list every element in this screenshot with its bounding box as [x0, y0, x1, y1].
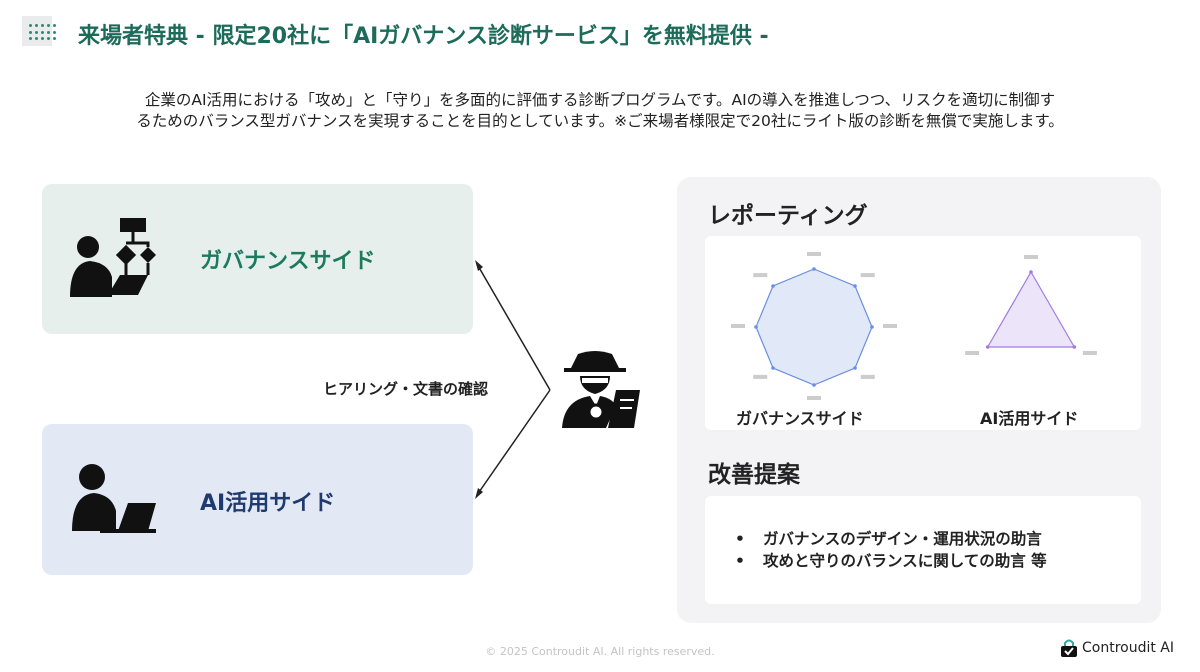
radar-point: [1072, 345, 1077, 349]
ai-side-box: [42, 424, 473, 575]
logo-text: Controudit AI: [1082, 640, 1175, 656]
axis-label-mark: [1082, 351, 1097, 355]
radar-point: [985, 345, 990, 349]
chart2-label: AI活用サイド: [980, 409, 1079, 428]
manager-flowchart-icon: [70, 218, 156, 297]
reporting-title: レポーティング: [708, 203, 868, 229]
radar-point: [812, 383, 816, 387]
chart-card: [705, 236, 1141, 430]
ai-side-label: AI活用サイド: [200, 491, 336, 516]
axis-label-mark: [807, 396, 821, 400]
radar-point: [870, 325, 874, 329]
axis-label-mark: [883, 324, 897, 328]
intro-text: 企業のAI活用における「攻め」と「守り」を多面的に評価する診断プログラムです。A…: [60, 90, 1140, 132]
axis-label-mark: [860, 273, 875, 278]
header-dots-icon: [22, 16, 56, 46]
axis-label-mark: [753, 374, 768, 379]
detective-icon: [562, 351, 640, 428]
chart1-label: ガバナンスサイド: [736, 409, 864, 428]
arrows: [475, 260, 551, 499]
radar-point: [853, 366, 857, 370]
logo: Controudit AI: [1060, 638, 1174, 658]
radar-point: [771, 284, 775, 288]
radar-point: [754, 325, 758, 329]
radar-point: [1029, 270, 1033, 274]
radar-area: [986, 270, 1076, 348]
bullet-text: ガバナンスのデザイン・運用状況の助言: [763, 530, 1042, 548]
list-item: • ガバナンスのデザイン・運用状況の助言: [735, 528, 1047, 550]
page-title: 来場者特典 - 限定20社に「AIガバナンス診断サービス」を無料提供 -: [78, 24, 769, 49]
bullet: •: [735, 552, 745, 570]
list-item: • 攻めと守りのバランスに関しての助言 等: [735, 550, 1047, 572]
radar-charts: [731, 252, 1097, 400]
governance-side-box: [42, 184, 473, 334]
radar-point: [853, 284, 857, 288]
lock-check-icon: [1061, 639, 1077, 657]
person-laptop-icon: [72, 464, 156, 533]
axis-label-mark: [807, 252, 821, 256]
hearing-label: ヒアリング・文書の確認: [323, 380, 489, 398]
improvement-card: [705, 496, 1141, 604]
radar-point: [771, 366, 775, 370]
axis-label-mark: [860, 374, 875, 379]
axis-label-mark: [1024, 255, 1038, 259]
improvement-title: 改善提案: [708, 462, 800, 488]
axis-label-mark: [965, 351, 980, 355]
radar-point: [812, 267, 816, 271]
intro-line: るためのバランス型ガバナンスを実現することを目的としています。※ご来場者様限定で…: [136, 112, 1064, 130]
improvement-list: • ガバナンスのデザイン・運用状況の助言 • 攻めと守りのバランスに関しての助言 等: [735, 528, 1047, 572]
copyright: © 2025 Controudit AI. All rights reserve…: [485, 645, 715, 658]
intro-line: 企業のAI活用における「攻め」と「守り」を多面的に評価する診断プログラムです。A…: [144, 91, 1056, 109]
governance-side-label: ガバナンスサイド: [200, 249, 376, 274]
axis-label-mark: [753, 273, 768, 278]
axis-label-mark: [731, 324, 745, 328]
bullet-text: 攻めと守りのバランスに関しての助言 等: [763, 552, 1047, 570]
bullet: •: [735, 530, 745, 548]
